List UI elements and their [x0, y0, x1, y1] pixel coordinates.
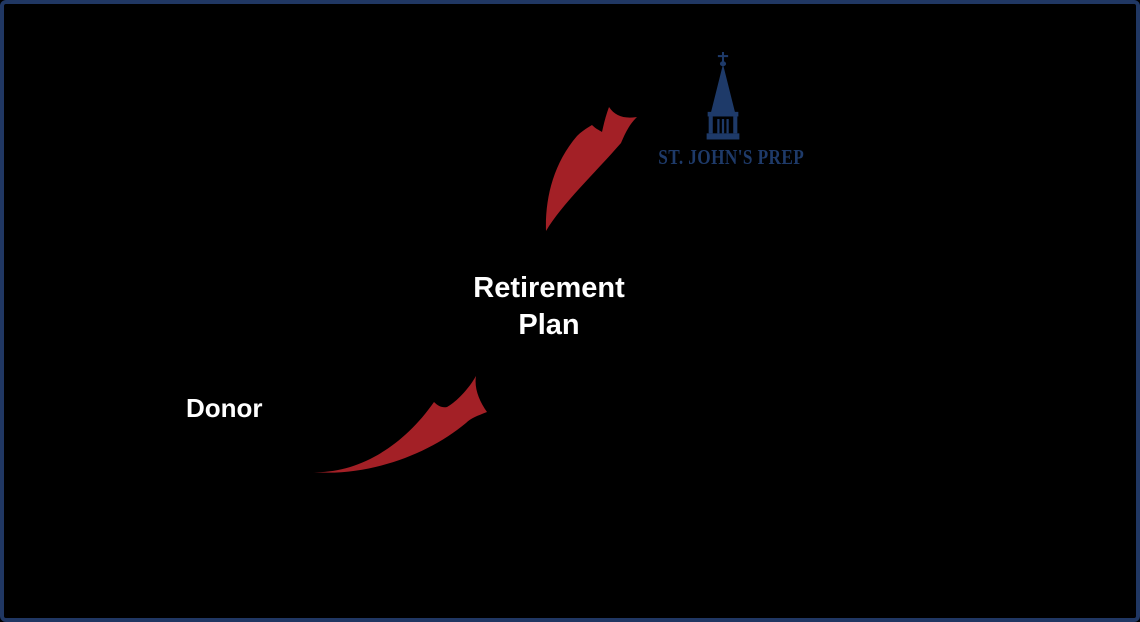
school-logo: ST. JOHN'S PREP [644, 52, 805, 170]
school-name: ST. JOHN'S PREP [658, 145, 805, 169]
curved-arrow-plan-to-school-icon [545, 107, 637, 231]
retirement-plan-label: Retirement Plan [473, 272, 625, 341]
steeple-icon [706, 52, 740, 140]
curved-arrow-donor-to-plan-icon [312, 376, 487, 473]
donor-label: Donor [186, 393, 263, 423]
